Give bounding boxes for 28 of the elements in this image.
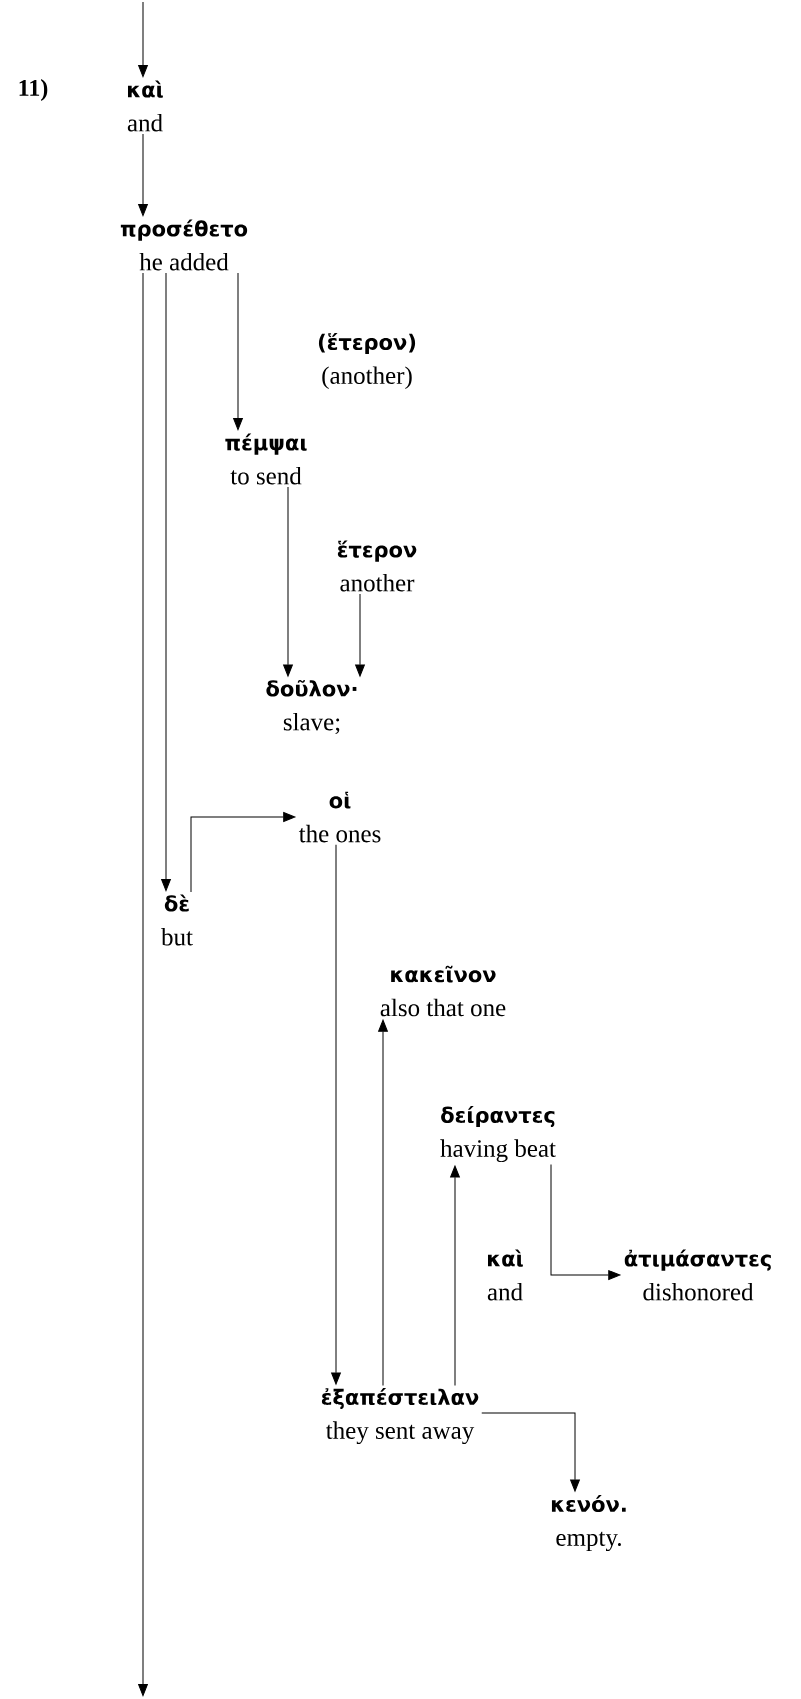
arrow bbox=[450, 1165, 460, 1386]
arrow bbox=[283, 486, 293, 677]
word-gloss: καὶ and bbox=[487, 1249, 523, 1301]
arrow bbox=[378, 1019, 388, 1386]
verse-number: 11) bbox=[19, 79, 48, 101]
arrow bbox=[331, 844, 341, 1385]
arrow bbox=[138, 272, 148, 1697]
arrow bbox=[138, 133, 148, 217]
word-gloss: οἱ the ones bbox=[298, 791, 381, 843]
arrow bbox=[138, 1, 148, 78]
word-gloss: καὶ and bbox=[127, 80, 163, 132]
word-gloss: δείραντες having beat bbox=[440, 1105, 556, 1163]
word-gloss: πέμψαι to send bbox=[225, 433, 307, 485]
word-gloss: ἀτιμάσαντες dishonored bbox=[624, 1249, 771, 1301]
word-gloss: κακεῖνον also that one bbox=[380, 965, 506, 1017]
word-gloss: ἐξαπέστειλαν they sent away bbox=[321, 1387, 479, 1445]
word-gloss: δοῦλον· slave; bbox=[266, 679, 357, 735]
word-gloss: προσέθετο he added bbox=[120, 219, 248, 271]
word-gloss: δὲ but bbox=[161, 894, 193, 946]
word-gloss: ἕτερον another bbox=[337, 540, 417, 592]
arrow bbox=[355, 593, 365, 677]
arrow bbox=[190, 812, 296, 893]
arrow bbox=[550, 1164, 621, 1280]
arrow bbox=[481, 1412, 580, 1492]
word-gloss: κενόν. empty. bbox=[551, 1494, 626, 1552]
arrow bbox=[161, 272, 171, 892]
arrow bbox=[233, 272, 243, 431]
word-gloss: (ἕτερον) (another) bbox=[318, 332, 416, 390]
